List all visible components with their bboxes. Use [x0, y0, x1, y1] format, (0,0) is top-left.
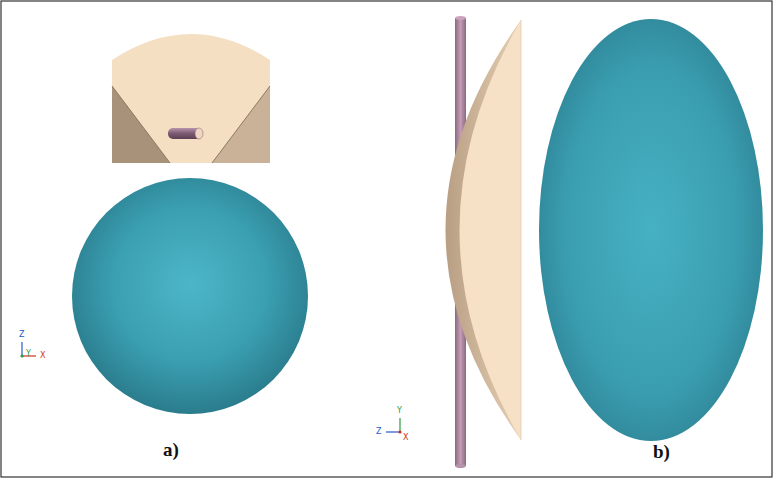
axis-triad: [386, 418, 402, 434]
panel-label: b): [653, 442, 670, 461]
axis-label: Y: [26, 350, 31, 358]
axis-label: X: [40, 352, 45, 360]
axis-label: Z: [376, 428, 381, 436]
axis-label: Z: [19, 331, 24, 339]
ellipsoid: [539, 19, 763, 441]
panel-label: a): [163, 440, 179, 459]
axis-triad: [20, 342, 36, 358]
lens-part: [446, 16, 522, 468]
axis-label: Y: [397, 407, 402, 415]
sphere: [72, 178, 308, 414]
axis-label: X: [403, 434, 408, 442]
holder-part: [112, 34, 270, 163]
